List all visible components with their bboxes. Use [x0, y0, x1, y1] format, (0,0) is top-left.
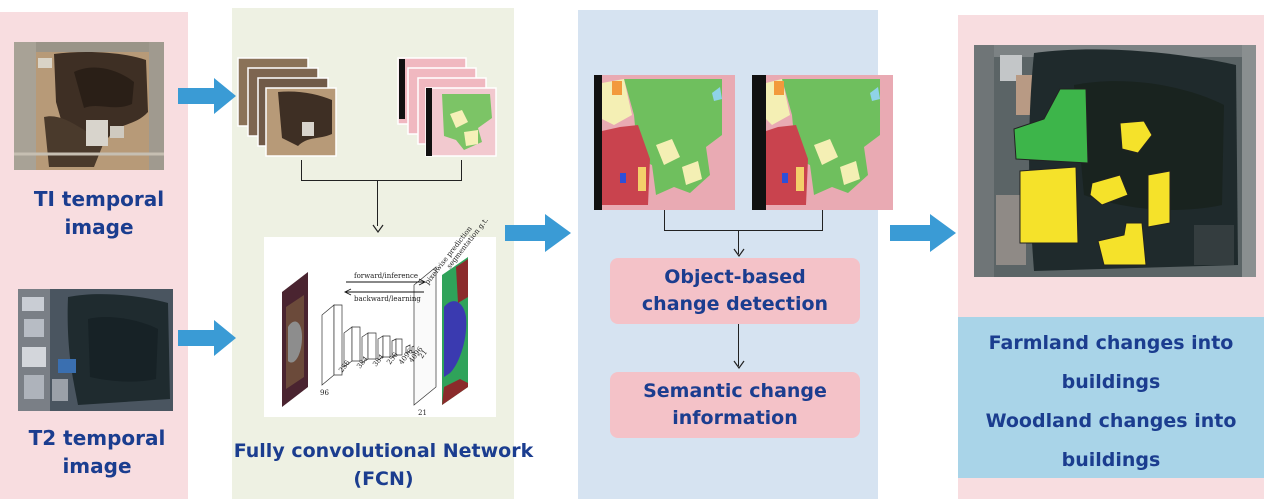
input-image-stack: [237, 57, 337, 157]
fcn-layer-size-96: 96: [320, 389, 329, 397]
result-satellite-image: [974, 45, 1256, 277]
fcn-backward-label: backward/learning: [354, 295, 421, 303]
detect-connector-bar: [664, 230, 823, 231]
object-based-change-box: Object-based change detection: [610, 258, 860, 324]
result-summary-box: [958, 317, 1264, 478]
segmentation-map-stack: [397, 57, 497, 157]
fcn-output-size: 21: [418, 409, 427, 417]
object-based-change-text: Object-based change detection: [641, 266, 829, 315]
detect-connector-left: [664, 210, 665, 230]
detect-connector-mid: [738, 324, 739, 366]
arrow-t2-to-fcn-icon: [178, 320, 236, 356]
t1-satellite-image: [14, 42, 164, 170]
fcn-architecture-diagram: forward/inference backward/learning pixe…: [282, 216, 490, 417]
fcn-forward-label: forward/inference: [354, 272, 418, 280]
fcn-layer-size-21: 21: [417, 348, 429, 360]
result-summary-line1: Farmland changes into: [988, 332, 1234, 354]
fcn-connector-left: [301, 160, 302, 180]
fcn-caption: Fully convolutional Network (FCN): [233, 440, 534, 490]
semantic-change-box: Semantic change information: [610, 372, 860, 438]
result-summary-line4: buildings: [1061, 449, 1161, 471]
fcn-connector-right: [461, 160, 462, 180]
arrow-t1-to-fcn-icon: [178, 78, 236, 114]
detect-connector-down: [738, 230, 739, 254]
fcn-connector-arrowhead-icon: [372, 224, 384, 234]
arrow-detection-to-result-icon: [890, 214, 956, 252]
detect-arrowhead-1-icon: [733, 248, 745, 258]
t1-label: TI temporal image: [33, 187, 165, 239]
t2-satellite-image: [18, 289, 173, 411]
detect-connector-right: [822, 210, 823, 230]
detect-arrowhead-2-icon: [733, 360, 745, 370]
classified-map-t2: [752, 75, 893, 210]
semantic-change-text: Semantic change information: [643, 380, 827, 429]
fcn-connector-bar: [301, 180, 462, 181]
classified-map-t1: [594, 75, 735, 210]
result-summary-line3: Woodland changes into: [985, 410, 1237, 432]
fcn-connector-down: [377, 180, 378, 226]
result-summary-line2: buildings: [1061, 371, 1161, 393]
t2-label: T2 temporal image: [28, 426, 166, 478]
arrow-fcn-to-detection-icon: [505, 214, 571, 252]
